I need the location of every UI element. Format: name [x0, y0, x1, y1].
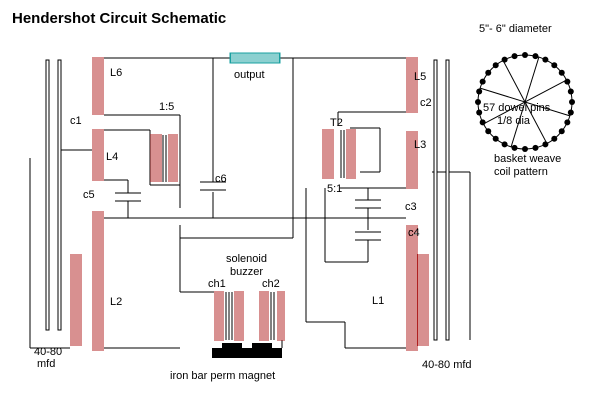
capacitor-c3 [355, 199, 381, 209]
label-c2: c2 [420, 97, 432, 109]
component-labels: output L6 L5 L4 L3 L2 L1 c1 c2 c3 c4 c5 … [34, 67, 472, 382]
coil-L2 [92, 211, 104, 351]
label-L5: L5 [414, 71, 426, 83]
dowel-pin [567, 88, 574, 95]
inset-pins-label: 57 dowel pins [483, 102, 551, 114]
capacitor-c4 [355, 231, 381, 241]
coil-left-cap-winding [70, 254, 82, 346]
inset-pattern-label-1: basket weave [494, 153, 561, 165]
label-c1: c1 [70, 115, 82, 127]
label-buzzer: buzzer [230, 266, 263, 278]
transformer-T2-core [340, 130, 345, 178]
dowel-pin [492, 62, 499, 69]
capacitor-c6 [200, 181, 226, 191]
choke-cores [225, 292, 275, 340]
label-L2: L2 [110, 296, 122, 308]
dowel-pin [532, 144, 539, 151]
label-c3: c3 [405, 201, 417, 213]
output-coil [229, 52, 281, 64]
dowel-pin [475, 99, 481, 105]
capacitor-c5 [115, 192, 141, 202]
label-cap-right: 40-80 mfd [422, 359, 472, 371]
dowel-pin [501, 56, 508, 63]
inset-pin-dia-label: 1/8 dia [497, 115, 531, 127]
dowel-pin [479, 78, 486, 85]
label-L3: L3 [414, 139, 426, 151]
dowel-pin [567, 109, 574, 116]
label-cap-left-2: mfd [37, 358, 55, 370]
dowel-pin-circle [475, 52, 575, 152]
label-cap-left-1: 40-80 [34, 346, 62, 358]
coil-ch1-b [234, 291, 244, 341]
dowel-pin [511, 144, 518, 151]
coil-L6 [92, 57, 104, 115]
coil-L3 [406, 131, 418, 189]
dowel-pin [569, 99, 575, 105]
dowel-pin [479, 119, 486, 126]
coil-ch2-b [277, 291, 285, 341]
label-magnet: iron bar perm magnet [170, 370, 275, 382]
transformer-left-core [162, 135, 167, 182]
dowel-pin [476, 109, 483, 116]
dowel-pin [501, 141, 508, 148]
dowel-pin [551, 135, 558, 142]
dowel-pin [485, 69, 492, 76]
dowel-pin [511, 53, 518, 60]
label-c4: c4 [408, 227, 420, 239]
iron-bar-perm-magnet [212, 343, 282, 358]
left-capacitor-plates [45, 59, 62, 331]
coil-transformer-left-sec [168, 134, 178, 182]
basket-weave-inset: 5"- 6" diameter 57 dowel pins 1/8 dia ba… [475, 23, 575, 178]
label-T2: T2 [330, 117, 343, 129]
coil-L4 [92, 129, 104, 181]
dowel-pin [522, 146, 528, 152]
dowel-pin [542, 141, 549, 148]
dowel-pin [522, 52, 528, 58]
dowel-pin [532, 53, 539, 60]
label-c5: c5 [83, 189, 95, 201]
dowel-pin [476, 88, 483, 95]
coil-ch1-a [214, 291, 224, 341]
dowel-pin [564, 78, 571, 85]
dowel-pin [542, 56, 549, 63]
coil-right-cap-winding [417, 254, 429, 346]
dowel-pin [558, 128, 565, 135]
right-capacitor-plates [433, 59, 450, 341]
dowel-pin [558, 69, 565, 76]
label-L6: L6 [110, 67, 122, 79]
coil-L1 [406, 225, 418, 351]
inset-pattern-label-2: coil pattern [494, 166, 548, 178]
coil-T2-pri [322, 129, 334, 179]
coil-T2-sec [346, 129, 356, 179]
label-ratio-left: 1:5 [159, 101, 174, 113]
label-ch2: ch2 [262, 278, 280, 290]
label-c6: c6 [215, 173, 227, 185]
coil-transformer-left-pri [150, 134, 162, 182]
inset-diameter-label: 5"- 6" diameter [479, 23, 552, 35]
diagram-title: Hendershot Circuit Schematic [12, 10, 226, 27]
dowel-pin [485, 128, 492, 135]
label-ch1: ch1 [208, 278, 226, 290]
label-L1: L1 [372, 295, 384, 307]
label-L4: L4 [106, 151, 118, 163]
coil-L5 [406, 57, 418, 113]
coils [70, 57, 429, 351]
label-ratio-right: 5:1 [327, 183, 342, 195]
dowel-pin [492, 135, 499, 142]
label-output: output [234, 69, 265, 81]
label-solenoid: solenoid [226, 253, 267, 265]
dowel-pin [551, 62, 558, 69]
coil-ch2-a [259, 291, 269, 341]
dowel-pin [564, 119, 571, 126]
